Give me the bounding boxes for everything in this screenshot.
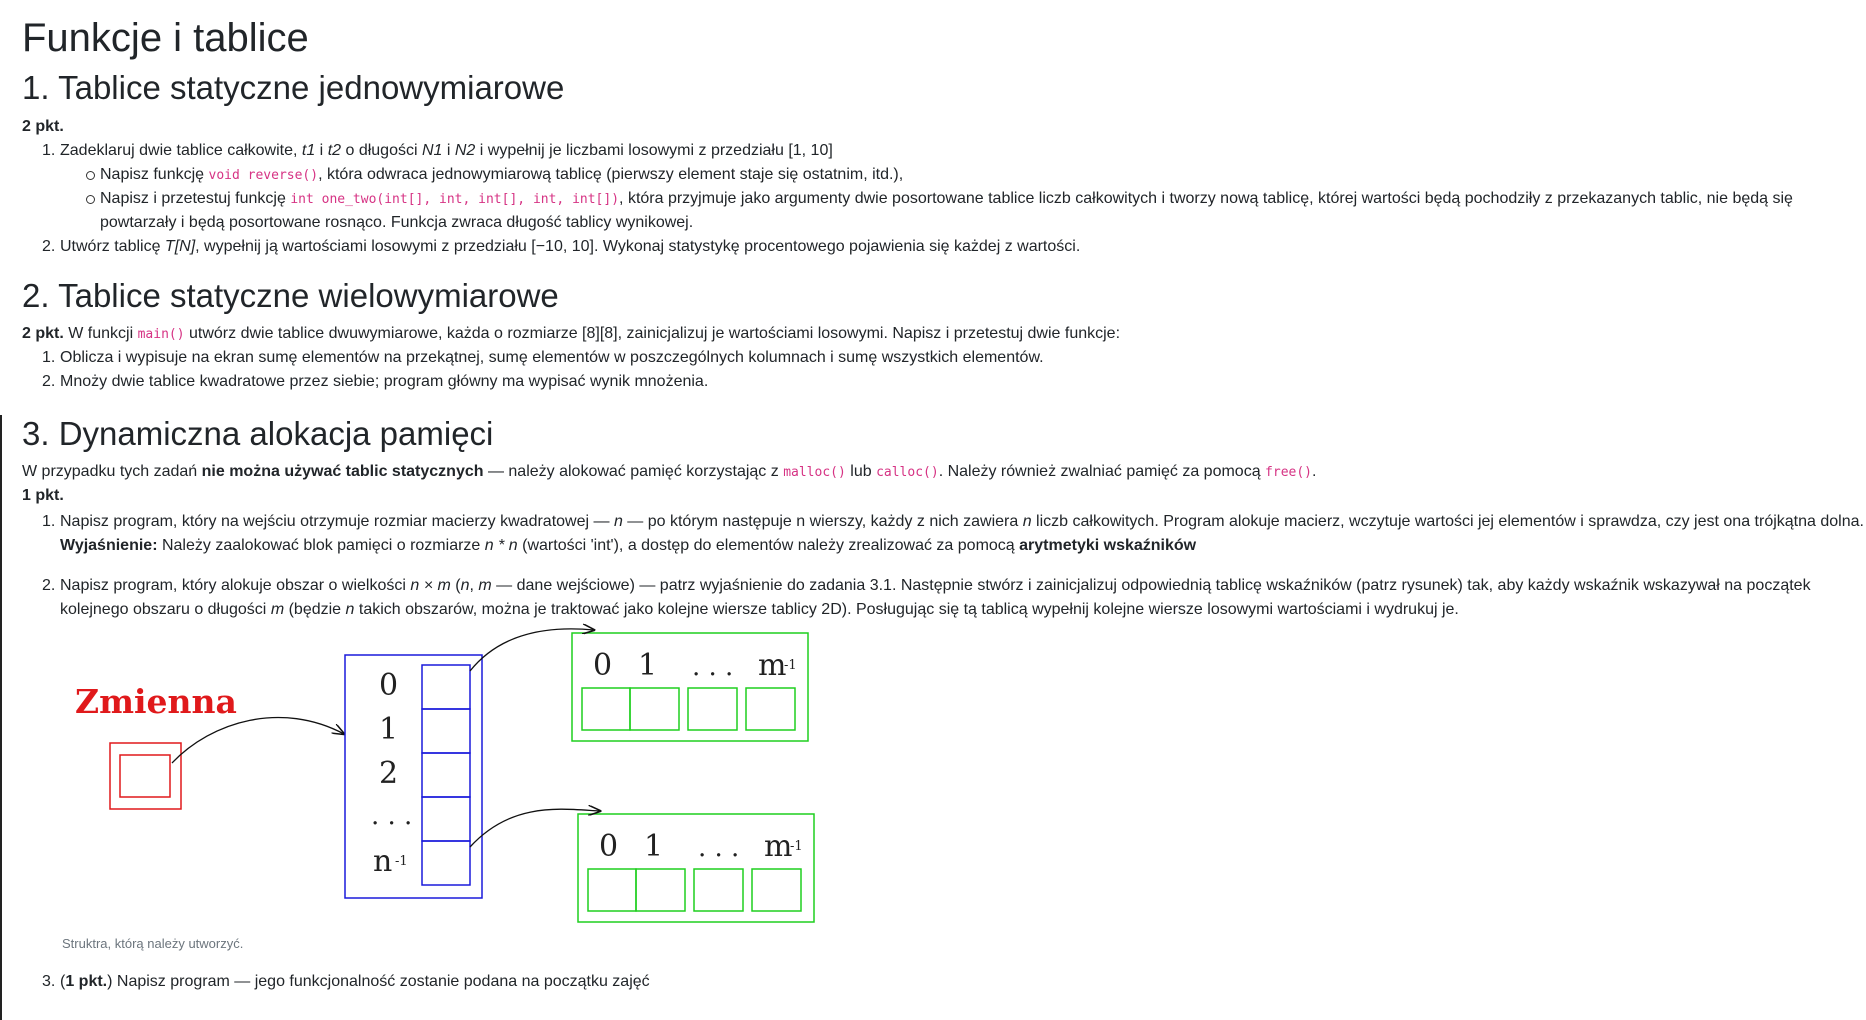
pointer-cell — [421, 708, 471, 754]
section-3-heading: 3. Dynamiczna alokacja pamięci — [22, 415, 494, 452]
variable-inner-box — [119, 754, 171, 798]
row1-label-dots: . . . — [692, 652, 733, 682]
index-label-n-sup: -1 — [395, 854, 408, 869]
index-label-1: 1 — [379, 712, 398, 747]
section-3-points: 1 pkt. — [22, 487, 64, 504]
row1-cell — [629, 687, 680, 731]
pointer-cell — [421, 796, 471, 842]
variable-outer-box — [109, 742, 182, 810]
row-block-2 — [577, 813, 815, 923]
row2-label-m-sup: -1 — [790, 839, 803, 854]
figure-caption: Struktra, którą należy utworzyć. — [62, 936, 244, 951]
pointer-arrow-row-1 — [469, 629, 594, 672]
pointer-cell — [421, 664, 471, 710]
pointer-cell — [421, 752, 471, 798]
s3-item-1-explanation: Wyjaśnienie: Należy zaalokować blok pami… — [60, 537, 1197, 554]
row1-cell — [687, 687, 738, 731]
variable-arrow — [171, 716, 344, 764]
index-label-0: 0 — [379, 668, 398, 703]
section-2-intro: 2 pkt. W funkcji main() utwórz dwie tabl… — [22, 325, 1121, 342]
section-3-intro: W przypadku tych zadań nie można używać … — [22, 463, 1317, 480]
row-block-1 — [571, 632, 809, 742]
left-border — [0, 415, 2, 1020]
row1-label-m: m — [758, 648, 786, 683]
row2-label-m: m — [764, 829, 792, 864]
index-label-2: 2 — [379, 756, 398, 791]
bullet-icon — [86, 171, 95, 180]
pointer-array-box — [344, 654, 483, 899]
pointer-array-diagram: Zmienna 0 1 2 . . . n -1 0 1 . . . m -1 — [62, 621, 818, 924]
row2-cell — [751, 868, 802, 912]
row1-label-0: 0 — [593, 648, 612, 683]
index-label-n: n — [373, 844, 392, 879]
row2-cell — [693, 868, 744, 912]
row1-label-m-sup: -1 — [784, 658, 797, 673]
variable-label: Zmienna — [75, 682, 237, 721]
row2-label-0: 0 — [599, 829, 618, 864]
diagram-svg: Zmienna 0 1 2 . . . n -1 0 1 . . . m -1 — [75, 621, 815, 923]
index-label-dots: . . . — [371, 801, 412, 831]
section-1-points: 2 pkt. — [22, 118, 64, 135]
row1-cell — [745, 687, 796, 731]
row2-label-1: 1 — [644, 829, 663, 864]
row2-label-dots: . . . — [698, 833, 739, 863]
pointer-arrow-row-n — [469, 809, 600, 848]
section-2-heading: 2. Tablice statyczne wielowymiarowe — [22, 277, 559, 314]
row2-cell — [635, 868, 686, 912]
page-title: Funkcje i tablice — [22, 16, 309, 60]
section-1-heading: 1. Tablice statyczne jednowymiarowe — [22, 69, 565, 106]
row1-label-1: 1 — [638, 648, 657, 683]
row2-cell — [587, 868, 637, 912]
s1-bullet-2-cont: powtarzały i będą posortowane rosnąco. F… — [100, 214, 694, 231]
pointer-cell — [421, 840, 471, 886]
s3-item-2-cont: kolejnego obszaru o długości m (będzie n… — [60, 601, 1459, 618]
row1-cell — [581, 687, 631, 731]
bullet-icon — [86, 195, 95, 204]
